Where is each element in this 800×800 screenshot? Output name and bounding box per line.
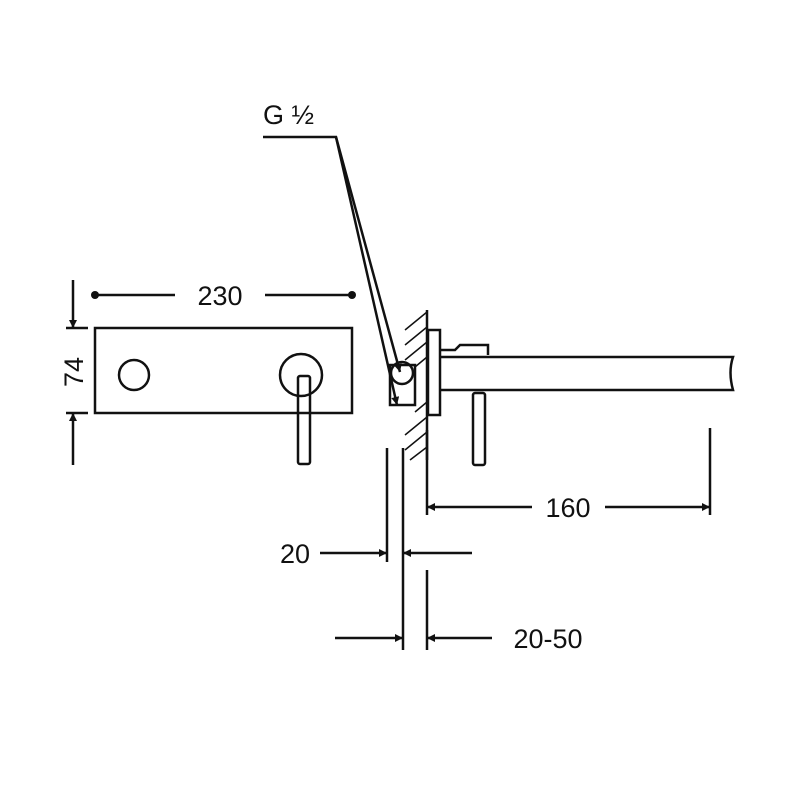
- projection-label: 160: [545, 493, 590, 523]
- front-plate: [93, 326, 354, 415]
- dimension-20: 20: [280, 448, 472, 650]
- dimension-230: 230: [91, 281, 356, 311]
- front-view: [93, 326, 354, 466]
- connector-body: [388, 363, 417, 407]
- thread-label: G ½: [263, 100, 314, 130]
- thread-callout: G ½: [263, 100, 402, 406]
- lever-base: [278, 352, 324, 398]
- wall-hatching: [404, 311, 428, 461]
- connector-thread: [389, 360, 415, 386]
- width-label: 230: [197, 281, 242, 311]
- plate-depth-label: 20: [280, 539, 310, 569]
- wall-range-label: 20-50: [513, 624, 582, 654]
- dimension-20-50: 20-50: [335, 570, 583, 654]
- lever-handle: [296, 374, 312, 466]
- valve-body: [440, 343, 490, 355]
- dimension-74: 74: [59, 280, 89, 465]
- spout: [440, 355, 735, 392]
- diverter-knob: [117, 358, 151, 392]
- height-label: 74: [59, 357, 89, 387]
- dimension-160: 160: [425, 428, 712, 523]
- side-lever: [471, 391, 487, 467]
- side-view: [388, 310, 735, 467]
- flange: [426, 328, 442, 417]
